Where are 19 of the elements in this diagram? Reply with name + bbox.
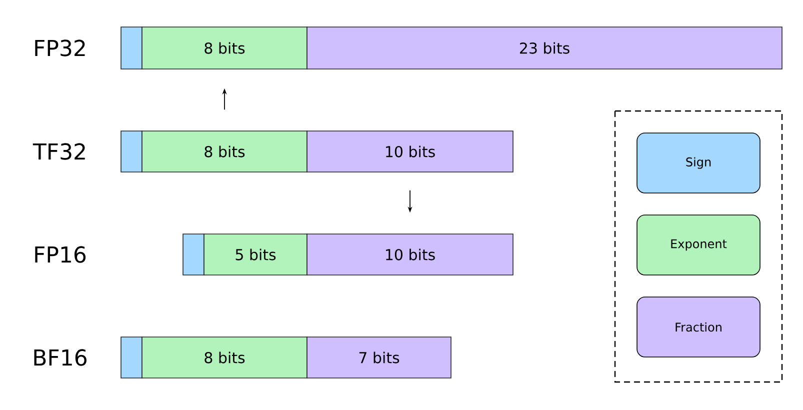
sign-segment (182, 234, 204, 276)
legend-label: Sign (686, 157, 711, 169)
bit-segment: 10 bits (306, 130, 514, 172)
bit-segment: 10 bits (306, 234, 514, 276)
bit-segment: 7 bits (306, 336, 452, 378)
format-label: FP32 (35, 40, 85, 56)
format-label: FP16 (35, 246, 86, 263)
legend-label: Fraction (676, 322, 722, 332)
bit-segment: 8 bits (142, 26, 308, 70)
sign-segment (120, 26, 142, 70)
bit-segment: 8 bits (142, 130, 308, 172)
bit-segment: 23 bits (306, 26, 782, 70)
bit-segment: 5 bits (204, 234, 308, 276)
format-label: TF32 (32, 143, 85, 160)
format-label: BF16 (34, 349, 86, 366)
legend-label: Exponent (671, 239, 727, 251)
sign-segment (120, 130, 142, 172)
sign-segment (120, 336, 142, 378)
bit-segment: 8 bits (142, 336, 308, 378)
